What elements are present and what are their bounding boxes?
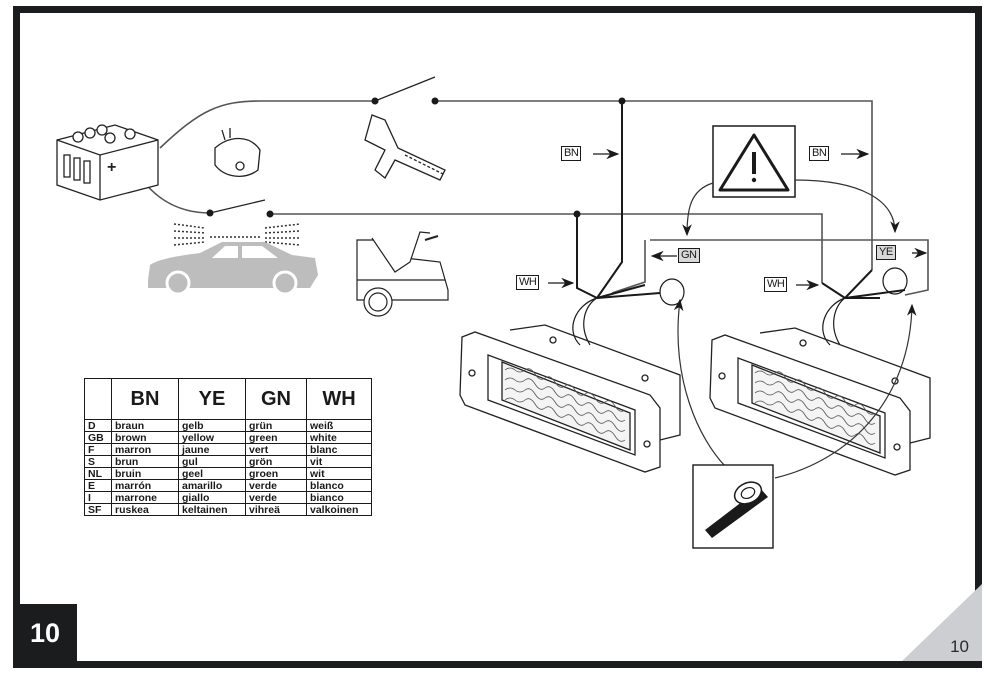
wire-label-wh-left: WH <box>516 275 540 290</box>
ignition-icon <box>364 114 446 181</box>
table-cell-gn: grün <box>245 419 307 432</box>
wire-gn <box>650 239 929 296</box>
wire-label-bn-left: BN <box>561 146 582 161</box>
table-cell-ye: keltainen <box>178 503 246 516</box>
table-cell-ye: gelb <box>178 419 246 432</box>
page-corner <box>902 584 982 661</box>
connector-left-icon <box>459 324 681 473</box>
table-cell-lang: D <box>84 419 112 432</box>
table-cell-gn: verde <box>245 479 307 492</box>
table-cell-bn: ruskea <box>111 503 179 516</box>
connector-left-wires <box>572 101 661 346</box>
relay-icon <box>214 128 261 177</box>
warning-arrows <box>682 179 900 237</box>
table-cell-bn: marrón <box>111 479 179 492</box>
tape-icon <box>673 298 917 549</box>
table-cell-ye: giallo <box>178 491 246 504</box>
table-cell-wh: wit <box>306 467 372 480</box>
step-badge: 10 <box>13 604 77 661</box>
table-cell-gn: vihreä <box>245 503 307 516</box>
page-number: 10 <box>950 637 969 656</box>
connector-right-wires <box>821 269 906 346</box>
connector-right-icon <box>709 327 931 476</box>
table-cell-wh: bianco <box>306 491 372 504</box>
table-cell-ye: gul <box>178 455 246 468</box>
junction-dots <box>206 97 626 218</box>
table-cell-lang: GB <box>84 431 112 444</box>
wire-label-bn-right: BN <box>809 146 830 161</box>
table-cell-ye: yellow <box>178 431 246 444</box>
table-cell-ye: amarillo <box>178 479 246 492</box>
table-cell-bn: marrone <box>111 491 179 504</box>
table-cell-lang: NL <box>84 467 112 480</box>
table-cell-wh: blanc <box>306 443 372 456</box>
table-cell-bn: brown <box>111 431 179 444</box>
table-cell-bn: braun <box>111 419 179 432</box>
table-cell-lang: I <box>84 491 112 504</box>
battery-icon: + <box>56 124 159 201</box>
table-cell-gn: groen <box>245 467 307 480</box>
wire-label-gn: GN <box>678 248 700 263</box>
table-cell-bn: bruin <box>111 467 179 480</box>
wire-lower-right <box>270 213 823 283</box>
wire-battery-top <box>159 100 375 149</box>
wire-label-ye: YE <box>876 245 896 260</box>
trunk-icon <box>356 231 449 317</box>
table-header-row: BN YE GN WH <box>84 378 372 420</box>
svg-text:+: + <box>107 159 116 176</box>
table-header-gn: GN <box>245 378 307 420</box>
table-cell-lang: F <box>84 443 112 456</box>
table-cell-ye: jaune <box>178 443 246 456</box>
table-cell-lang: SF <box>84 503 112 516</box>
label-arrows <box>548 148 928 291</box>
table-cell-wh: vit <box>306 455 372 468</box>
table-cell-wh: blanco <box>306 479 372 492</box>
wire-top-right <box>435 100 873 270</box>
table-cell-bn: brun <box>111 455 179 468</box>
table-cell-lang: S <box>84 455 112 468</box>
table-cell-bn: marron <box>111 443 179 456</box>
wire-label-wh-right: WH <box>764 277 788 292</box>
table-cell-gn: verde <box>245 491 307 504</box>
wires <box>129 76 929 296</box>
switch-lever-top <box>374 76 436 102</box>
table-cell-wh: white <box>306 431 372 444</box>
table-header-wh: WH <box>306 378 372 420</box>
warning-triangle-icon <box>712 125 796 198</box>
wire-gn-left <box>611 240 646 294</box>
table-cell-gn: green <box>245 431 307 444</box>
table-header-bn: BN <box>111 378 179 420</box>
car-alarm-icon <box>148 223 318 296</box>
table-cell-ye: geel <box>178 467 246 480</box>
table-cell-wh: valkoinen <box>306 503 372 516</box>
table-header-ye: YE <box>178 378 246 420</box>
table-cell-wh: weiß <box>306 419 372 432</box>
table-cell-gn: grön <box>245 455 307 468</box>
eyelets <box>659 267 908 306</box>
switch-lever-lower <box>209 199 266 214</box>
table-cell-gn: vert <box>245 443 307 456</box>
table-header-corner <box>84 378 112 420</box>
table-cell-lang: E <box>84 479 112 492</box>
